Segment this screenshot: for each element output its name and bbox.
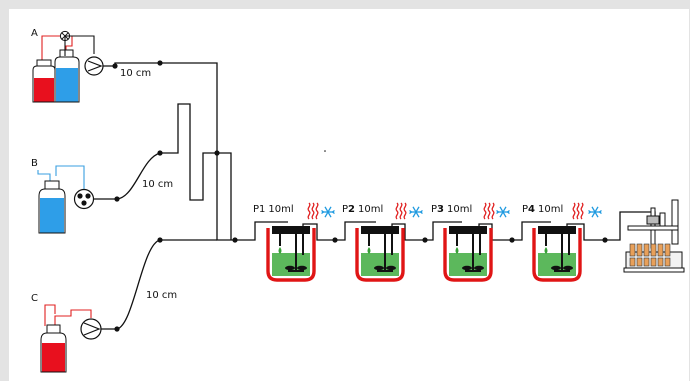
heat-wave-icon (395, 202, 407, 220)
reactor-p1-volume: 10ml (268, 204, 293, 215)
reactor-p3-number: 3 (437, 204, 444, 215)
reactor-p4-prefix: P (522, 204, 528, 215)
reaction-mixture (272, 253, 310, 276)
reagent-bottle-blue (54, 49, 80, 103)
reagent-bottle-red (32, 59, 56, 103)
reactor-p1-prefix: P (253, 204, 259, 215)
heat-wave-icon (572, 202, 584, 220)
reactor-wall (443, 228, 493, 282)
inlet-c: C (31, 293, 102, 373)
reactor-p2-prefix: P (342, 204, 348, 215)
reaction-mixture (361, 253, 399, 276)
pump-icon-b (73, 188, 95, 210)
reagent-bottle-blue-b (38, 180, 66, 234)
tubing (94, 60, 326, 332)
reactor-p2-number: 2 (348, 204, 355, 215)
heat-wave-icon (483, 202, 495, 220)
reactor-p3-prefix: P (431, 204, 437, 215)
tubing-b (94, 103, 232, 240)
snowflake-icon (320, 206, 336, 218)
reactor-p4-volume: 10ml (538, 204, 563, 215)
tube-length-a: 10 cm (120, 68, 151, 79)
reactor-wall (266, 228, 316, 282)
tube-length-c: 10 cm (146, 290, 177, 301)
tube-length-b: 10 cm (142, 179, 173, 190)
reactor-p4-number: 4 (528, 204, 535, 215)
inlet-b: B (31, 158, 95, 234)
reaction-mixture (538, 253, 576, 276)
snowflake-icon (495, 206, 511, 218)
inlet-a: A (31, 28, 104, 103)
reactor-wall (532, 228, 582, 282)
reaction-mixture (449, 253, 487, 276)
reactor-p3-volume: 10ml (447, 204, 472, 215)
inlet-b-label: B (31, 158, 38, 169)
tubing-c (101, 239, 217, 330)
heat-wave-icon (307, 202, 319, 220)
reactor-p1-number: 1 (259, 204, 265, 215)
reagent-bottle-red-c (40, 324, 67, 373)
fraction-collector-icon (602, 199, 685, 273)
reactor-wall (355, 228, 405, 282)
pump-icon (84, 56, 104, 76)
inlet-c-label: C (31, 293, 38, 304)
reactor-lid (272, 226, 310, 234)
pump-icon-c (80, 318, 102, 340)
snowflake-icon (587, 206, 603, 218)
reactor-p2-volume: 10ml (358, 204, 383, 215)
snowflake-icon (408, 206, 424, 218)
diagram-panel (9, 9, 689, 381)
inlet-a-label: A (31, 28, 38, 39)
